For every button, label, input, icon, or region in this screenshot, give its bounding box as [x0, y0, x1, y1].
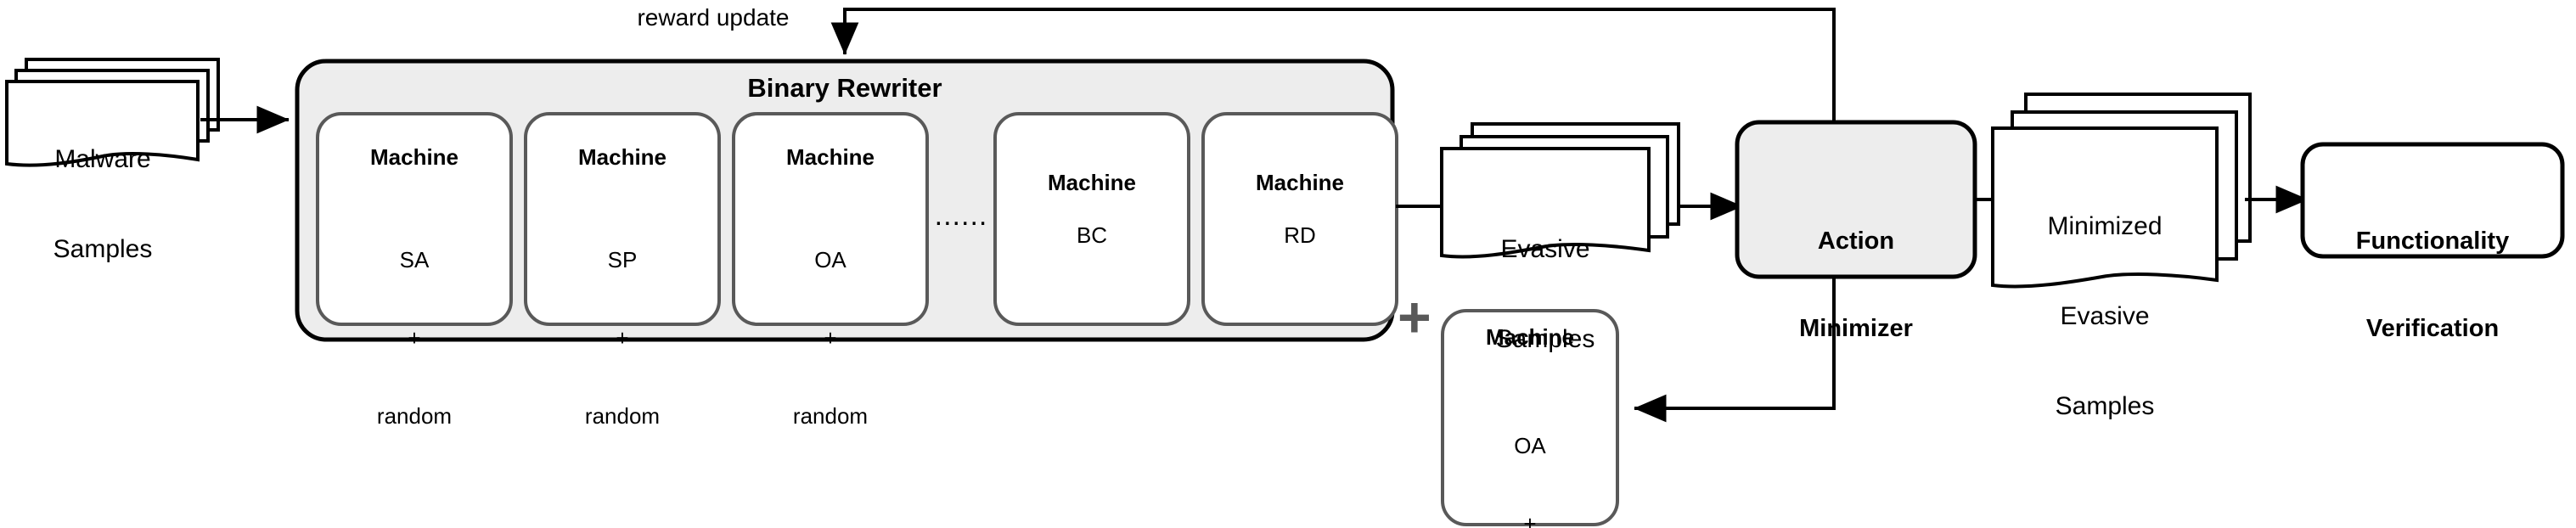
machine-sp-body: SP + random: [584, 247, 661, 430]
functionality-verification-box: [2300, 142, 2565, 259]
machine-rd-body: RD: [1284, 222, 1316, 248]
machine-boxes: [316, 112, 1398, 326]
plus-icon: +: [1398, 285, 1431, 350]
reward-update-label: reward update: [637, 4, 790, 31]
extra-machine-title: Machine: [1485, 324, 1575, 350]
machine-sp-title: Machine: [577, 144, 667, 170]
binary-rewriter-title: Binary Rewriter: [747, 73, 942, 103]
minimized-evasive-samples-stack: [1991, 93, 2252, 289]
evasive-samples-stack: [1440, 122, 1680, 259]
machine-sa-body: SA + random: [376, 247, 453, 430]
extra-machine-box: [1441, 309, 1619, 526]
machine-box-oa: [732, 112, 929, 326]
malware-samples-label: Malware Samples: [53, 144, 153, 263]
machine-box-rd: [1201, 112, 1398, 326]
edge-reward-update: [830, 8, 1836, 122]
evasive-samples-label: Evasive Samples: [1495, 234, 1595, 353]
machine-sa-title: Machine: [369, 144, 459, 170]
minimized-evasive-samples-label: Minimized Evasive Samples: [2047, 211, 2163, 421]
edge-minimizer-to-extra-machine: [1634, 277, 1836, 423]
extra-machine-body: OA + content X: [1514, 433, 1546, 528]
machine-bc-title: Machine: [1047, 170, 1137, 195]
machine-bc-body: BC: [1076, 222, 1108, 248]
machine-oa-title: Machine: [785, 144, 875, 170]
malware-samples-stack: [5, 58, 220, 167]
action-minimizer-label: Action Minimizer: [1799, 227, 1913, 343]
machine-box-bc: [993, 112, 1190, 326]
machine-box-sa: [316, 112, 513, 326]
machine-box-sp: [524, 112, 721, 326]
functionality-verification-label: Functionality Verification: [2355, 227, 2510, 343]
machines-ellipsis: ......: [934, 199, 988, 232]
machine-oa-body: OA + random: [792, 247, 869, 430]
machine-rd-title: Machine: [1255, 170, 1345, 195]
